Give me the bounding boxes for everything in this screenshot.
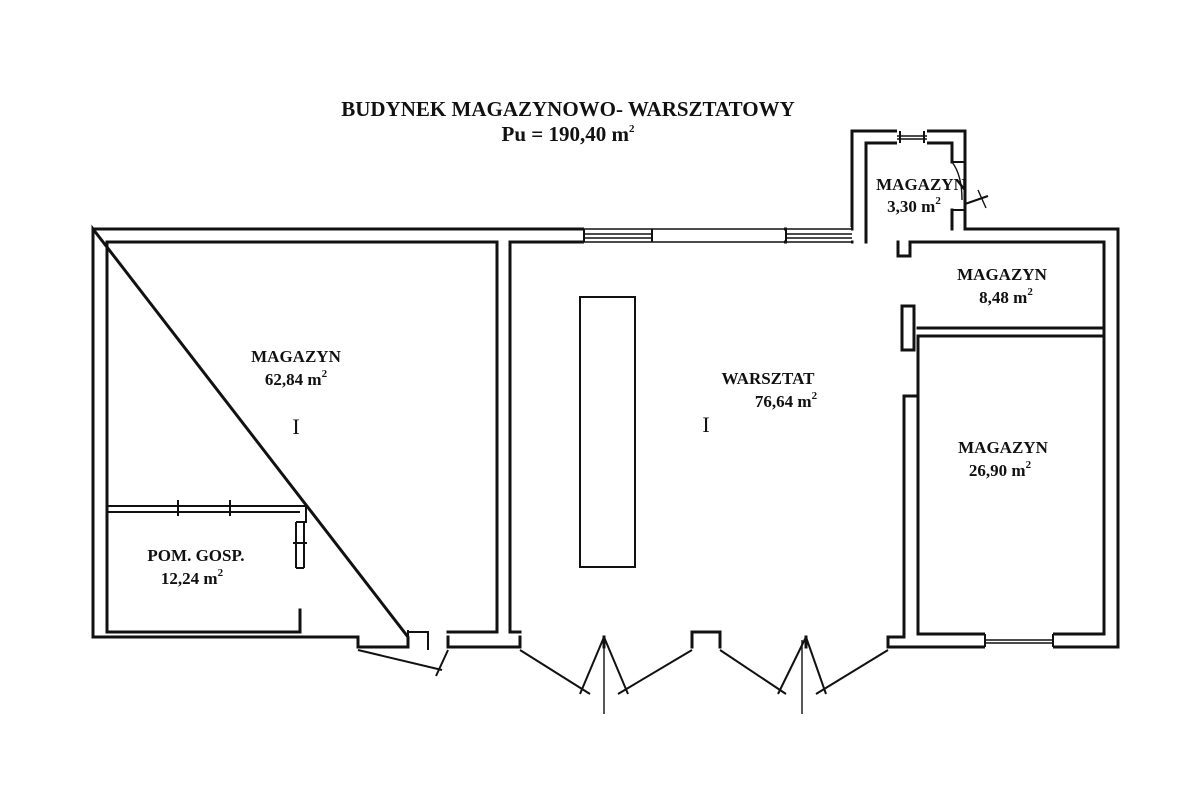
room-label-warsztat: WARSZTAT 76,64 m2 — [722, 369, 818, 411]
room-name: WARSZTAT — [722, 369, 816, 388]
door-small-store — [951, 161, 989, 211]
room-label-pom-gosp: POM. GOSP. 12,24 m2 — [147, 546, 244, 588]
windows-top — [583, 227, 852, 244]
window-small-store — [897, 129, 927, 145]
room-label-magazyn-small: MAGAZYN 3,30 m2 — [876, 175, 966, 216]
title-block: BUDYNEK MAGAZYNOWO- WARSZTATOWY Pu = 190… — [341, 97, 795, 146]
usable-area: Pu = 190,40 m2 — [502, 122, 635, 146]
room-name: MAGAZYN — [251, 347, 341, 366]
room-name: POM. GOSP. — [147, 546, 244, 565]
room-label-magazyn-2690: MAGAZYN 26,90 m2 — [958, 438, 1048, 480]
room-area: 26,90 m2 — [969, 459, 1032, 480]
room-area: 8,48 m2 — [979, 286, 1033, 307]
plan-title: BUDYNEK MAGAZYNOWO- WARSZTATOWY — [341, 97, 795, 121]
room-area: 62,84 m2 — [265, 368, 328, 389]
room-label-magazyn-6284: MAGAZYN 62,84 m2 — [251, 347, 341, 389]
window-bottom-right — [984, 632, 1054, 649]
room-label-magazyn-848: MAGAZYN 8,48 m2 — [957, 265, 1047, 307]
room-area: 12,24 m2 — [161, 567, 224, 588]
marker-left: I — [292, 414, 299, 439]
room-name: MAGAZYN — [957, 265, 1047, 284]
main-gate-doors — [519, 636, 889, 714]
room-area: 76,64 m2 — [755, 390, 818, 411]
exterior-walls — [91, 129, 1120, 649]
room-area: 3,30 m2 — [887, 195, 941, 216]
room-name: MAGAZYN — [876, 175, 966, 194]
marker-center: I — [702, 412, 709, 437]
workbench — [579, 296, 636, 568]
partition-pom-gosp — [107, 500, 307, 569]
room-name: MAGAZYN — [958, 438, 1048, 457]
door-lower-left — [357, 630, 449, 677]
